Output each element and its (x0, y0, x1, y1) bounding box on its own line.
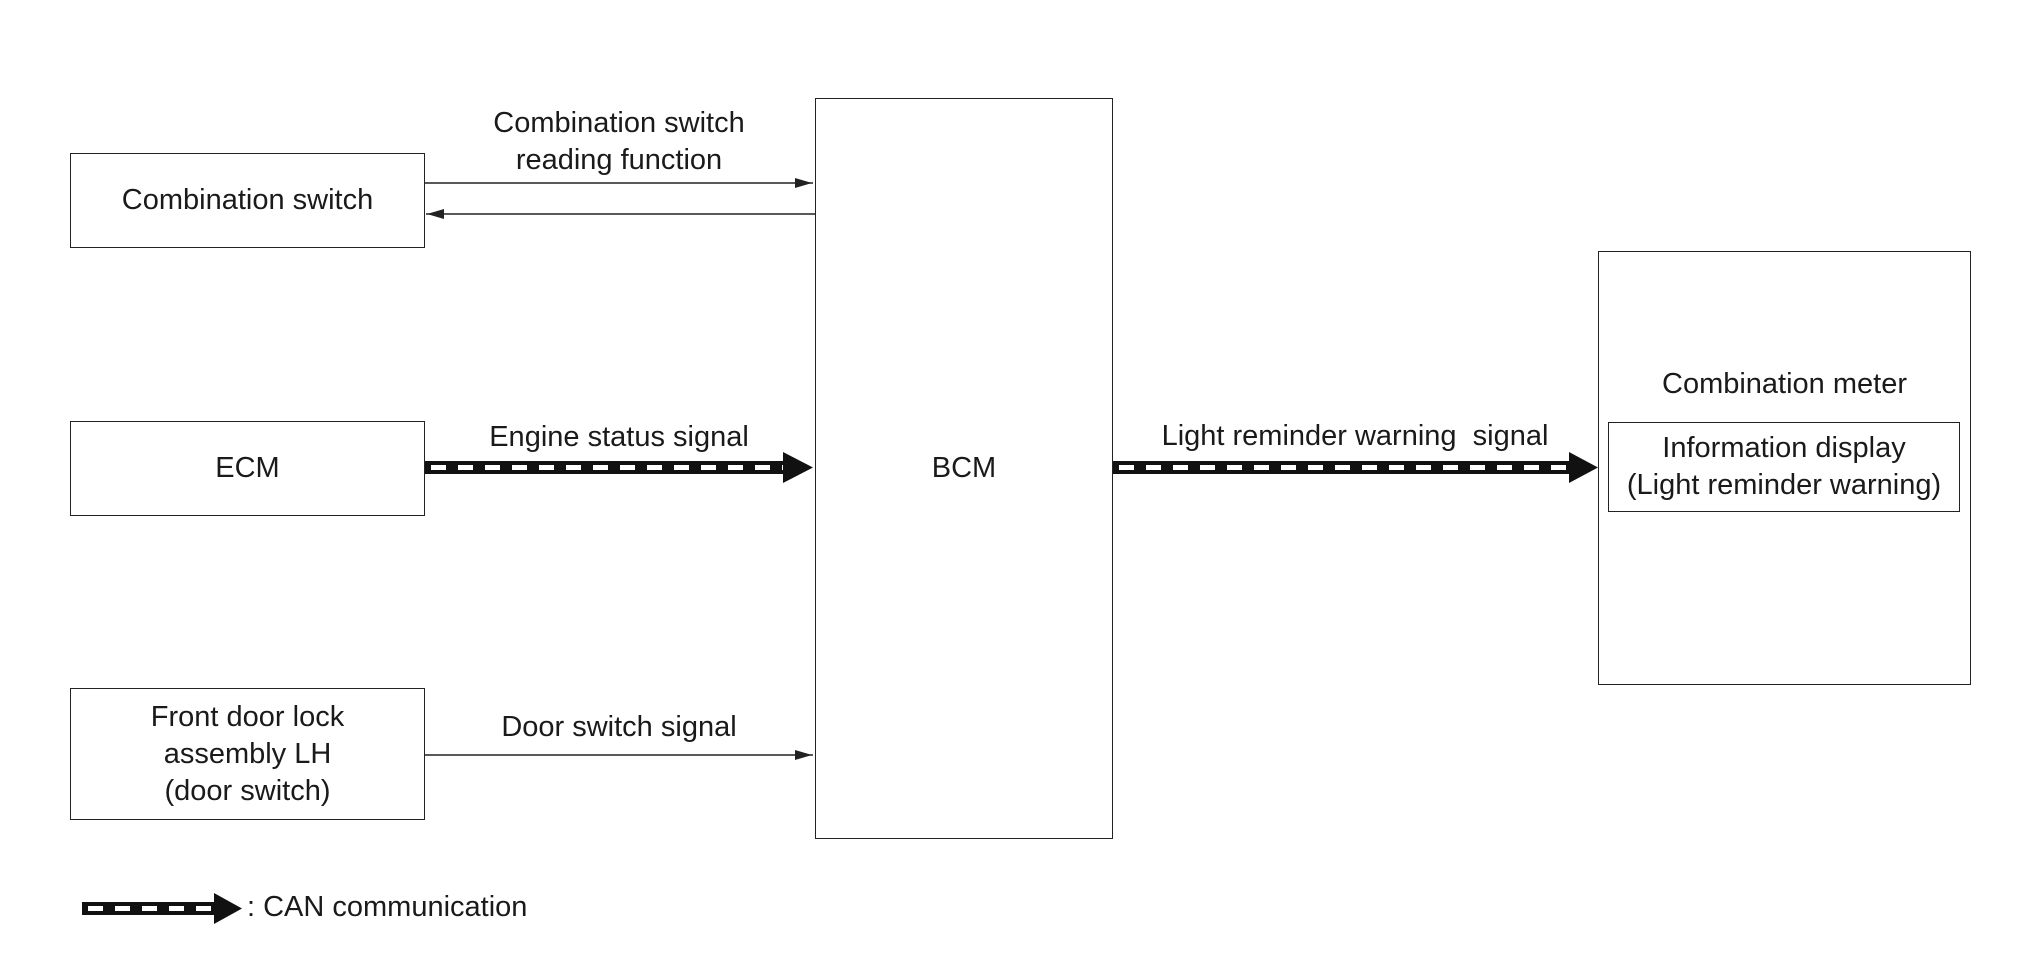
combination-switch-reading-label-line-1: Combination switch (493, 107, 745, 139)
legend-can-communication-label: : CAN communication (247, 891, 528, 923)
front-door-lock-block: Front door lock assembly LH (door switch… (70, 688, 425, 820)
bcm-label: BCM (931, 452, 997, 484)
information-display-block: Information display (Light reminder warn… (1608, 422, 1960, 512)
legend-can-symbol (82, 893, 242, 924)
front-door-lock-label-line-2: assembly LH (163, 737, 332, 770)
combination-meter-block: Combination meter Information display (L… (1598, 251, 1971, 685)
combination-switch-to-bcm-arrowhead (795, 178, 812, 188)
bcm-block: BCM (815, 98, 1113, 839)
engine-status-can-line (425, 452, 813, 483)
ecm-label: ECM (215, 452, 280, 484)
combination-switch-block: Combination switch (70, 153, 425, 248)
combination-switch-reading-label: Combination switch reading function (444, 105, 794, 179)
engine-status-signal-label: Engine status signal (489, 421, 749, 453)
front-door-lock-label-line-1: Front door lock (150, 700, 345, 733)
light-reminder-signal-label: Light reminder warning signal (1161, 420, 1549, 452)
front-door-lock-label-line-3: (door switch) (164, 774, 331, 807)
information-display-label-line-1: Information display (1662, 432, 1906, 464)
combination-switch-label: Combination switch (121, 184, 374, 216)
door-switch-signal-label: Door switch signal (501, 711, 737, 743)
ecm-block: ECM (70, 421, 425, 516)
light-reminder-can-line (1113, 452, 1598, 483)
combination-meter-label: Combination meter (1662, 368, 1907, 400)
bcm-to-combination-switch-arrowhead (427, 209, 444, 219)
combination-switch-reading-label-line-2: reading function (515, 144, 723, 176)
information-display-label-line-2: (Light reminder warning) (1626, 469, 1942, 501)
door-switch-to-bcm-arrowhead (795, 750, 812, 760)
